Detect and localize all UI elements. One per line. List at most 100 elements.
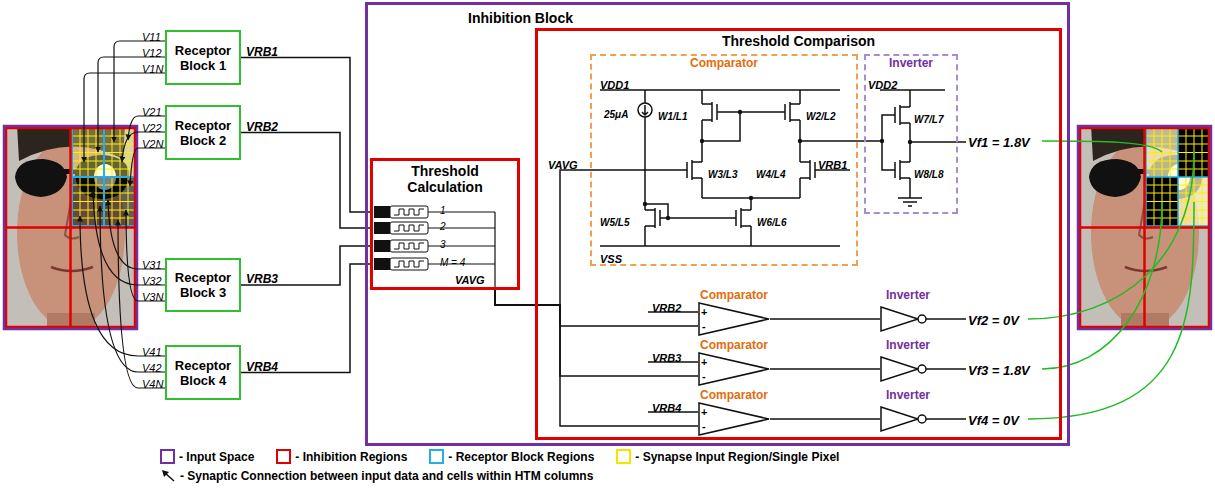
output-wire	[936, 319, 966, 419]
signal-label: V31	[142, 259, 162, 271]
connector-wire	[770, 368, 880, 370]
edge-label-holder: VRB3	[246, 269, 278, 287]
synapse-wire	[84, 73, 165, 162]
device-label: W1/L1	[658, 111, 687, 122]
output-grid-overlay	[1078, 126, 1211, 329]
pmos-transistor	[702, 90, 785, 162]
signal-label: VAVG	[455, 274, 485, 286]
pmos-transistor	[785, 90, 800, 162]
edge-label-holder: VRB2	[246, 117, 278, 135]
device-label: W6/L6	[757, 217, 786, 228]
inverter-triangle	[880, 352, 936, 386]
connector-wire	[495, 290, 698, 426]
device-label: W2/L2	[806, 111, 835, 122]
memristor-cap	[374, 222, 390, 234]
comparator-schematic	[590, 90, 858, 246]
connector-wire	[770, 318, 880, 320]
box-title: Comparator	[592, 56, 856, 70]
label-holder: VRB2	[652, 298, 681, 316]
mapping-line	[1028, 152, 1194, 319]
input-grid-overlay	[4, 126, 137, 329]
label-holder: Vf1 = 1.8V	[968, 133, 1030, 151]
synapse-wire	[122, 132, 165, 162]
output-stub	[926, 318, 936, 320]
synapse-wire	[130, 148, 165, 186]
label-holder: V11	[142, 27, 161, 45]
nmos-transistor	[645, 204, 736, 246]
averaging-bus	[428, 212, 495, 290]
label-holder: V41	[142, 342, 162, 360]
block-title: Inhibition Block	[468, 10, 573, 26]
nmos-transistor	[590, 160, 702, 198]
comparator-symbol: Comparator+-	[698, 288, 770, 336]
triangle-outline	[881, 407, 918, 431]
comparator-triangle	[698, 352, 770, 386]
label-holder: Vf2 = 0V	[968, 311, 1019, 329]
memristor-wave	[394, 261, 424, 267]
label-holder: V12	[142, 43, 162, 61]
signal-label: VAVG	[548, 159, 578, 171]
label-holder: VDD1	[600, 75, 629, 93]
signal-label: VDD2	[868, 79, 897, 91]
label-holder: 1	[440, 200, 446, 218]
signal-label: V42	[142, 362, 162, 374]
inverter-label: Inverter	[880, 288, 936, 302]
connector-wire	[495, 290, 698, 326]
averaging-network	[374, 206, 495, 290]
block-label: Receptor Block 4	[167, 358, 239, 388]
comparator-label: +	[701, 356, 707, 368]
inverter-triangle	[880, 402, 936, 436]
input-number: 1	[440, 205, 446, 216]
signal-label: VSS	[600, 253, 622, 265]
synapse-wire	[80, 216, 165, 356]
legend-item: - Synapse Input Region/Single Pixel	[616, 449, 839, 464]
edge-label-holder: VRB4	[246, 357, 278, 375]
synapse-wire	[98, 57, 165, 152]
legend-item: - Synaptic Connection between input data…	[160, 469, 593, 483]
inverter-symbol: Inverter	[880, 388, 936, 436]
junction-dots	[643, 110, 912, 220]
label-holder: V4N	[142, 374, 163, 392]
legend-item: - Input Space	[160, 449, 254, 464]
synaptic-wires	[80, 41, 165, 388]
triangle-outline	[881, 307, 918, 331]
label-holder: V32	[142, 271, 162, 289]
inversion-bubble	[918, 415, 926, 423]
region-title: Threshold Comparison	[538, 33, 1059, 49]
label-holder: 2	[440, 216, 446, 234]
signal-label: VDD1	[600, 79, 629, 91]
signal-label: VRB3	[652, 352, 681, 364]
memristor-body	[390, 258, 428, 270]
triangle-outline	[881, 357, 918, 381]
diode-connection	[702, 112, 740, 141]
inhibition-block: Inhibition BlockThreshold Calculation Thr…	[365, 2, 1070, 446]
legend-swatch	[616, 449, 631, 464]
inverter-label: Inverter	[880, 338, 936, 352]
inversion-bubble	[918, 365, 926, 373]
signal-label: VRB4	[652, 402, 681, 414]
signal-label: VRB3	[246, 272, 278, 286]
synapse-wire	[118, 220, 165, 388]
synapse-wire	[126, 210, 165, 301]
receptor-block: Receptor Block 3	[165, 258, 241, 312]
signal-label: V41	[142, 346, 162, 358]
connector-wire	[495, 290, 698, 376]
label-holder: W4/L4	[756, 164, 785, 182]
device-label: 25μA	[604, 109, 628, 120]
label-holder: VRB4	[652, 398, 681, 416]
signal-label: V1N	[142, 63, 163, 75]
legend-text: - Receptor Block Regions	[448, 450, 594, 464]
synapse-wire	[114, 41, 165, 142]
ground-symbol	[898, 198, 922, 206]
label-holder: V31	[142, 255, 162, 273]
inverter-triangle	[880, 302, 936, 336]
label-holder: V3N	[142, 287, 163, 305]
comparator-triangle	[698, 402, 770, 436]
region-title: Threshold Calculation	[373, 163, 517, 195]
signal-label: V21	[142, 106, 162, 118]
label-holder: V21	[142, 102, 162, 120]
signal-label: V11	[142, 31, 161, 43]
comparator-output-wire	[800, 140, 858, 142]
triangle-outline	[699, 403, 769, 435]
legend-swatch	[160, 449, 175, 464]
